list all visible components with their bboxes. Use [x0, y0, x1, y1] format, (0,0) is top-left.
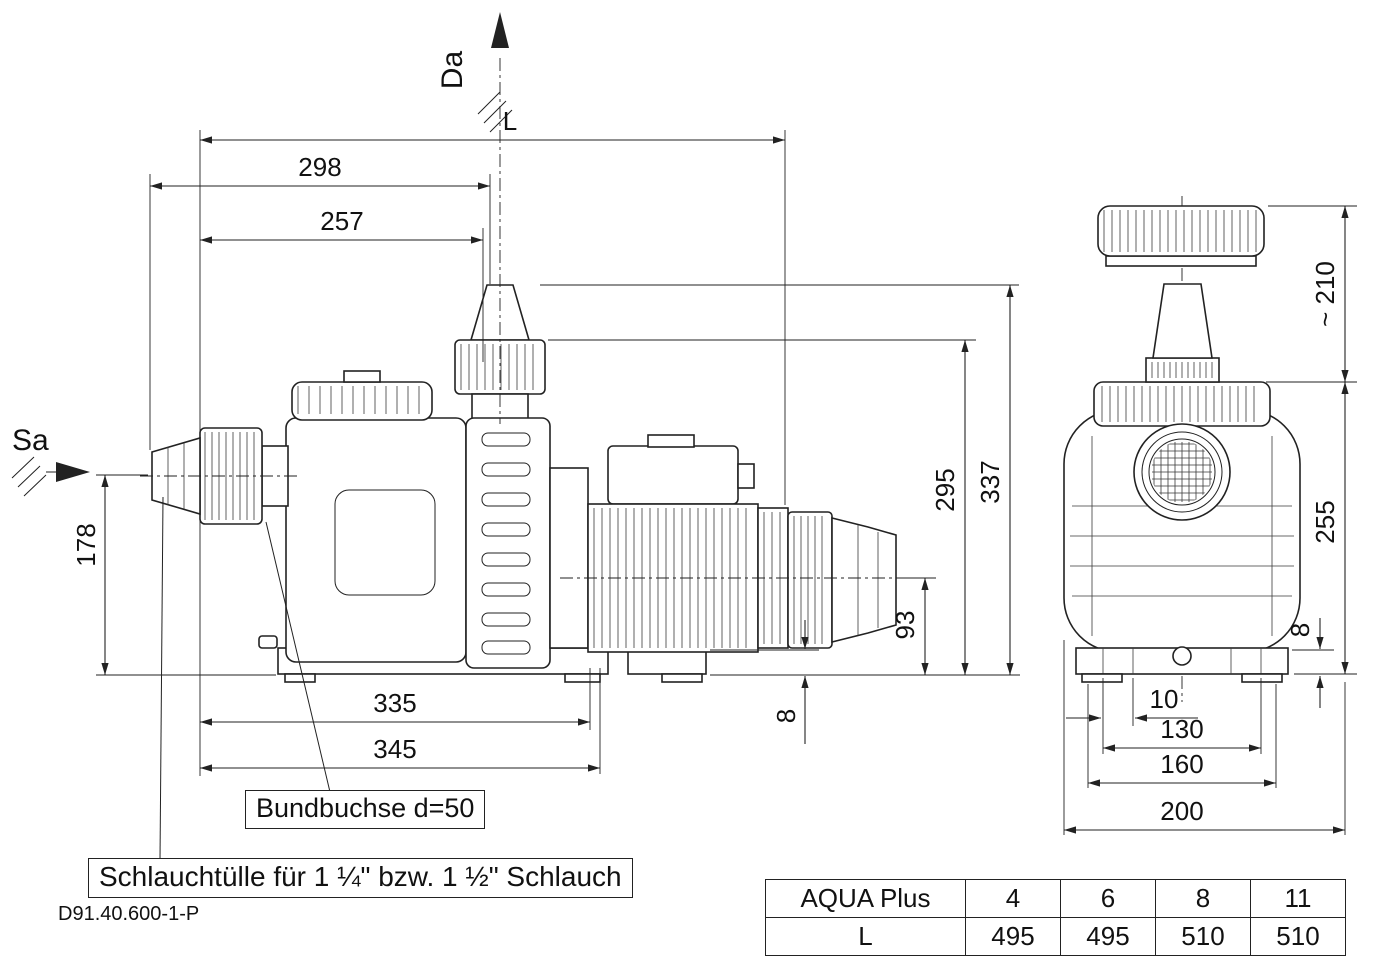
- dim-93: 93: [890, 578, 929, 675]
- cell-series-name: AQUA Plus: [765, 879, 966, 918]
- dim-label-295: 295: [930, 468, 960, 511]
- dim-label-93: 93: [890, 611, 920, 640]
- side-view-pump: [151, 284, 897, 683]
- leader-lines: [159, 496, 331, 861]
- dim-130: 130: [1103, 678, 1262, 754]
- cell-model-6: 6: [1060, 879, 1156, 918]
- suction-arrow-icon: [56, 462, 90, 482]
- dim-label-337: 337: [975, 460, 1005, 503]
- table-row-length: L 495 495 510 510: [765, 917, 1346, 956]
- flow-hatch-suction: [11, 456, 47, 497]
- discharge-arrow-icon: [491, 12, 509, 48]
- dim-label-210: ~ 210: [1310, 261, 1340, 327]
- bundbuchse-note: Bundbuchse d=50: [245, 790, 486, 829]
- flow-hatch-discharge: [477, 91, 513, 133]
- dim-label-345: 345: [373, 734, 416, 764]
- cell-model-8: 8: [1155, 879, 1251, 918]
- dim-257: 257: [200, 206, 484, 362]
- dim-337: 337: [975, 285, 1014, 675]
- dim-label-255: 255: [1310, 500, 1340, 543]
- dim-178: 178: [71, 474, 276, 676]
- dim-label-8-front: 8: [1285, 623, 1315, 637]
- dim-label-10: 10: [1150, 684, 1179, 714]
- flow-symbol-suction: Sa: [11, 424, 90, 497]
- dim-label-178: 178: [71, 523, 101, 566]
- dim-label-257: 257: [320, 206, 363, 236]
- cell-L-label: L: [765, 917, 966, 956]
- dim-8-side: 8: [710, 620, 819, 744]
- dim-right-stack: [540, 284, 1020, 676]
- front-view-pump: [1063, 205, 1301, 683]
- cell-L-6: 495: [1060, 917, 1156, 956]
- cell-L-11: 510: [1250, 917, 1346, 956]
- schlauch-note: Schlauchtülle für 1 ¼" bzw. 1 ½" Schlauc…: [88, 858, 633, 898]
- dim-10: 10: [1066, 678, 1198, 754]
- discharge-label: Da: [436, 51, 469, 90]
- dim-label-L: L: [503, 106, 517, 136]
- cell-model-11: 11: [1250, 879, 1346, 918]
- flow-symbol-discharge: Da: [436, 12, 513, 133]
- cell-model-4: 4: [965, 879, 1061, 918]
- dim-345: 345: [200, 668, 601, 774]
- dim-335: 335: [200, 668, 591, 730]
- cell-L-8: 510: [1155, 917, 1251, 956]
- dim-label-130: 130: [1160, 714, 1203, 744]
- dim-label-8-side: 8: [771, 709, 801, 723]
- cell-L-4: 495: [965, 917, 1061, 956]
- drawing-code: D91.40.600-1-P: [58, 903, 200, 925]
- dim-label-200: 200: [1160, 796, 1203, 826]
- dim-160: 160: [1087, 684, 1277, 788]
- dim-label-298: 298: [298, 152, 341, 182]
- dim-210: ~ 210: [1266, 205, 1357, 383]
- dim-298: 298: [149, 152, 491, 450]
- dim-295: 295: [930, 340, 969, 675]
- suction-label: Sa: [12, 424, 49, 457]
- dim-200: 200: [1063, 640, 1346, 835]
- dim-label-335: 335: [373, 688, 416, 718]
- dim-8-front: 8: [1285, 618, 1334, 708]
- dim-label-160: 160: [1160, 749, 1203, 779]
- dim-255: 255: [1294, 382, 1357, 675]
- table-row-models: AQUA Plus 4 6 8 11: [765, 879, 1346, 918]
- size-table: AQUA Plus 4 6 8 11 L 495 495 510 510: [765, 879, 1346, 956]
